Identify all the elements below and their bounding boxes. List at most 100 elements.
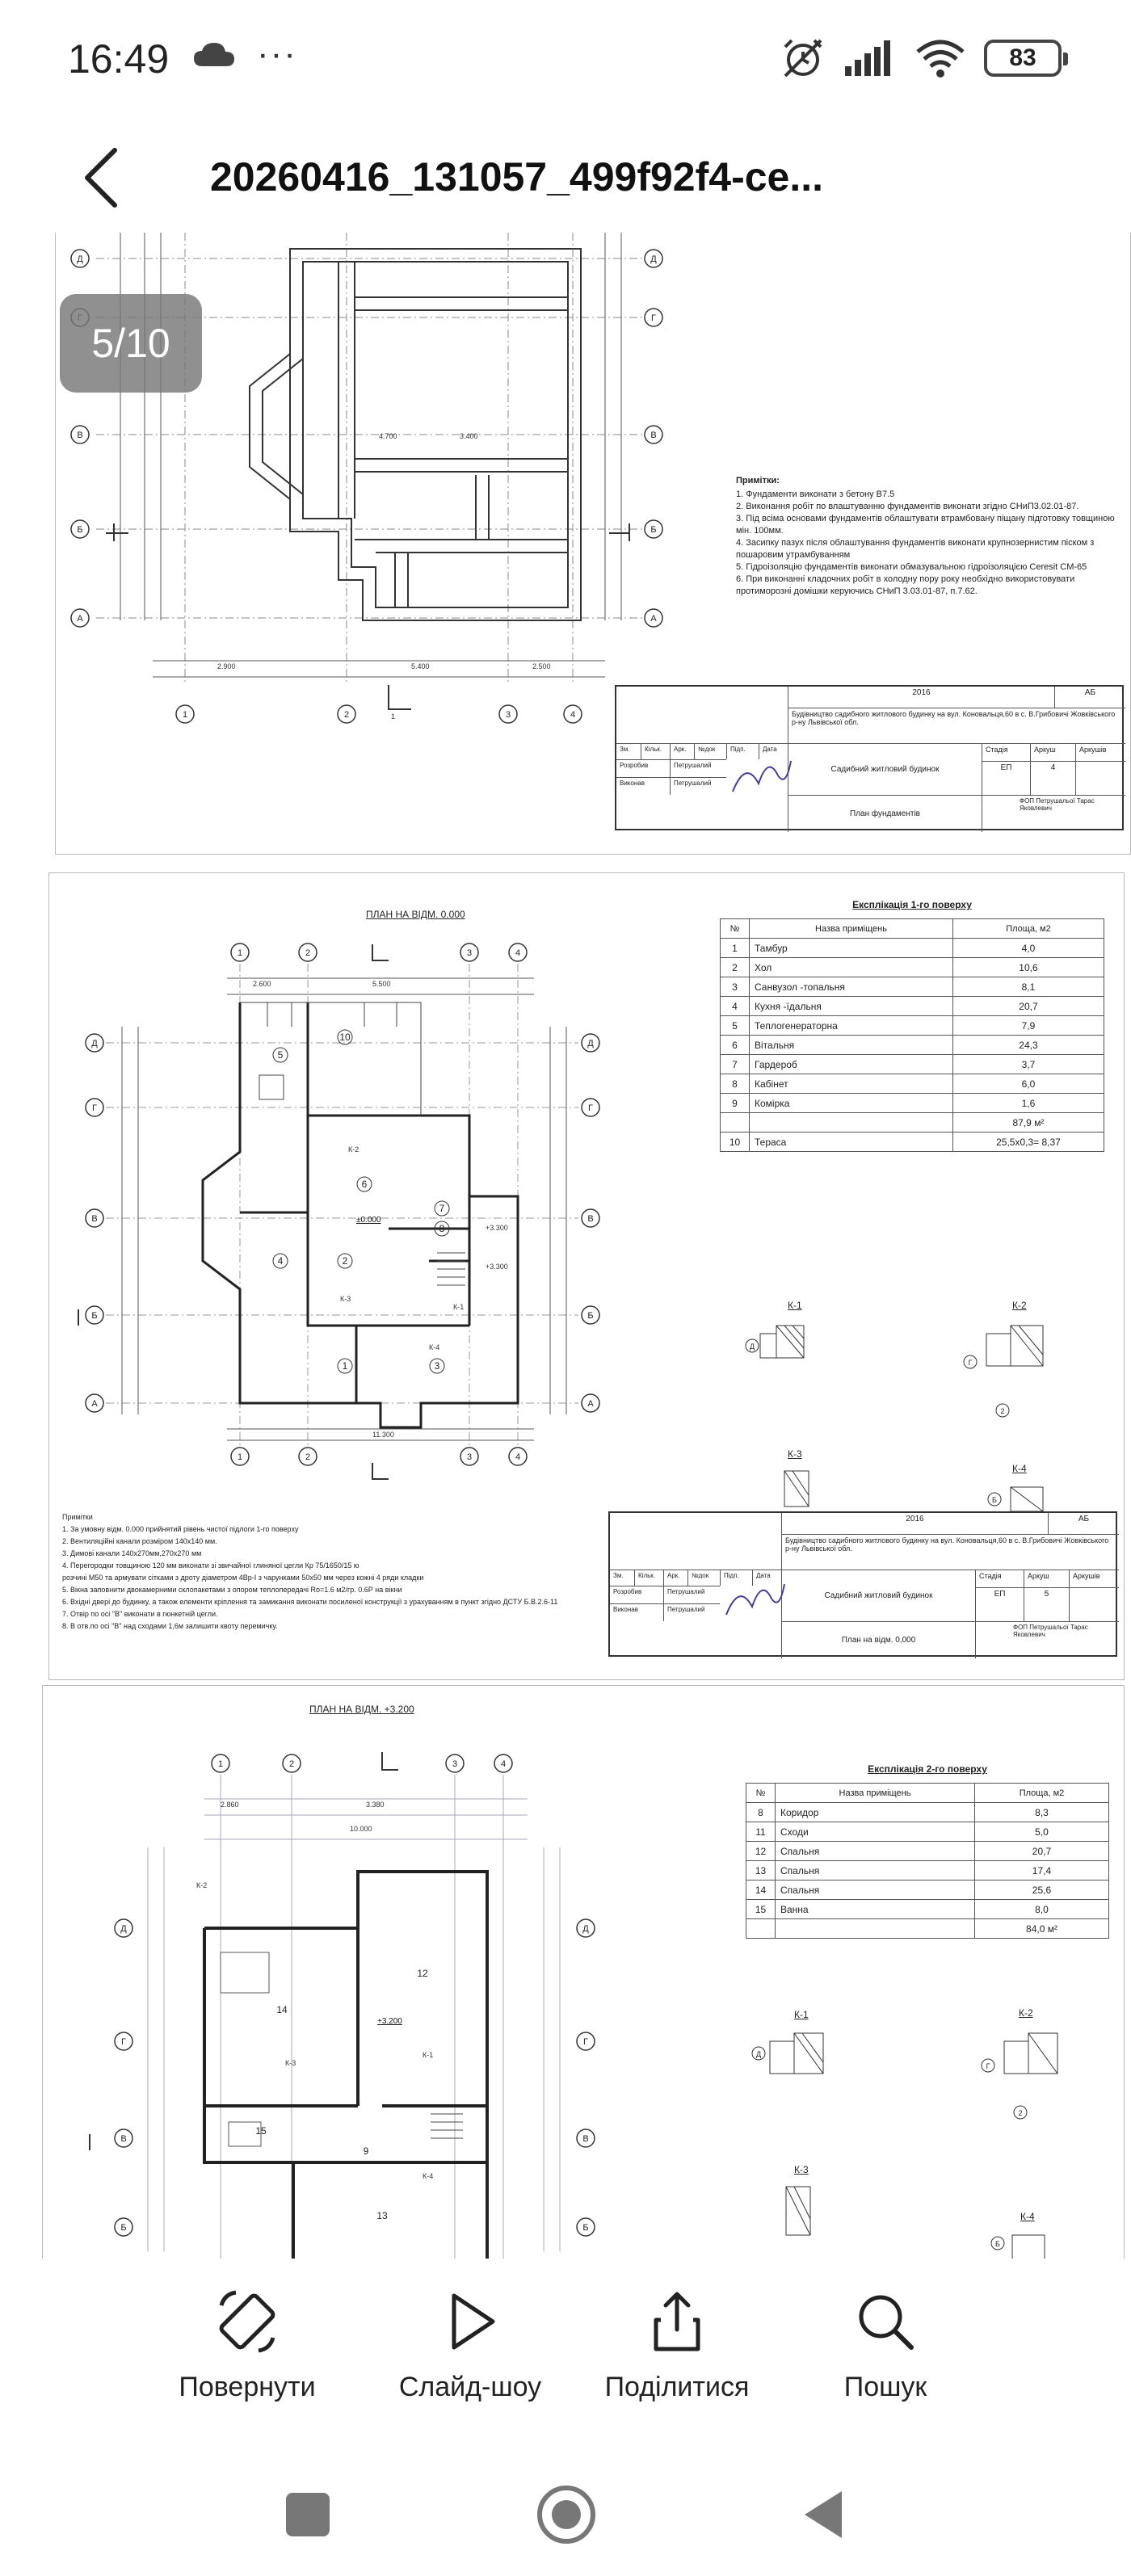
col-name: Назва приміщень: [749, 918, 953, 939]
status-more-dots: ···: [257, 34, 297, 74]
svg-text:К-1: К-1: [453, 1303, 464, 1311]
room-name: Комірка: [749, 1093, 953, 1113]
svg-text:Г: Г: [969, 1359, 973, 1367]
svg-text:7: 7: [439, 1203, 445, 1214]
notes-title: Примітки:: [736, 476, 780, 485]
room-area: 25,5х0,3= 8,37: [952, 1132, 1105, 1152]
room-name: Коридор: [775, 1802, 975, 1822]
svg-text:2.500: 2.500: [532, 662, 551, 670]
svg-text:Б: Б: [995, 2240, 1000, 2248]
square-icon: [286, 2493, 330, 2536]
status-time: 16:49: [68, 36, 170, 82]
search-label: Пошук: [843, 2372, 927, 2402]
svg-text:Г: Г: [651, 313, 656, 323]
room-area: 84,0 м²: [973, 1918, 1110, 1939]
svg-text:А: А: [77, 614, 83, 624]
title-block: 2016 АБ Будівництво садибного житлового …: [615, 685, 1125, 832]
back-button[interactable]: [74, 145, 132, 210]
room-area: 24,3: [952, 1035, 1105, 1055]
room-area: 3,7: [952, 1054, 1105, 1074]
rotate-label: Повернути: [179, 2372, 316, 2402]
note-2: 2. Виконання робіт по влаштуванню фундам…: [736, 502, 1079, 511]
svg-text:Г: Г: [588, 1103, 593, 1113]
svg-text:Б: Б: [582, 2223, 588, 2233]
room-area: 25,6: [973, 1880, 1110, 1900]
room-number: 3: [720, 977, 750, 997]
svg-text:13: 13: [376, 2210, 388, 2221]
document-page-4[interactable]: ДД ГГ ВВ ББ АА 12 34: [55, 233, 1131, 855]
room-name: Гардероб: [749, 1054, 953, 1074]
plan-title: ПЛАН НА ВІДМ. +3.200: [309, 1704, 414, 1715]
room-name: [775, 1918, 975, 1939]
svg-text:В: В: [582, 2134, 588, 2144]
home-button[interactable]: [530, 2478, 603, 2551]
battery-indicator: 83: [984, 40, 1068, 77]
room-number: 10: [720, 1132, 750, 1152]
svg-text:Б: Б: [120, 2223, 126, 2233]
room-number: 13: [746, 1860, 776, 1881]
svg-text:5.500: 5.500: [372, 980, 391, 988]
room-number: [746, 1918, 776, 1939]
plan-title: ПЛАН НА ВІДМ. 0.000: [366, 909, 465, 920]
share-button[interactable]: Поділитися: [580, 2288, 774, 2403]
room-area: 20,7: [952, 996, 1105, 1016]
room-schedule-title: Експлікація 1-го поверху: [852, 899, 972, 910]
svg-text:3.400: 3.400: [460, 432, 478, 440]
svg-text:Г: Г: [583, 2037, 588, 2047]
svg-text:3: 3: [452, 1759, 457, 1769]
room-number: 9: [720, 1093, 750, 1113]
room-area: 8,1: [952, 977, 1105, 997]
room-schedule-floor-2: Експлікація 2-го поверху № Назва приміще…: [746, 1763, 1110, 1939]
svg-text:1: 1: [238, 948, 242, 958]
svg-text:Г: Г: [121, 2037, 126, 2047]
room-name: Ванна: [775, 1899, 975, 1919]
room-area: 4,0: [952, 938, 1105, 958]
svg-text:А: А: [587, 1399, 594, 1409]
svg-text:В: В: [120, 2134, 126, 2144]
foundation-notes: Примітки: 1. Фундаменти виконати з бетон…: [736, 475, 1124, 598]
room-number: 2: [720, 957, 750, 977]
svg-text:6: 6: [362, 1179, 368, 1190]
svg-text:2: 2: [344, 710, 349, 720]
detail-label-k4: К-4: [1020, 2211, 1035, 2222]
rotate-button[interactable]: Повернути: [150, 2288, 344, 2403]
room-number: 14: [746, 1880, 776, 1900]
search-icon: [859, 2295, 914, 2350]
room-number: 12: [746, 1841, 776, 1861]
detail-label-k1: К-1: [794, 2009, 809, 2020]
svg-text:Д: Д: [650, 254, 657, 264]
nav-back-button[interactable]: [788, 2478, 861, 2551]
svg-text:2.600: 2.600: [253, 980, 271, 988]
slideshow-button[interactable]: Слайд-шоу: [373, 2288, 567, 2403]
play-icon: [452, 2293, 495, 2350]
detail-label-k2: К-2: [1012, 1300, 1027, 1311]
svg-text:+3.300: +3.300: [486, 1224, 508, 1232]
room-schedule-title: Експлікація 2-го поверху: [868, 1763, 987, 1775]
detail-label-k4: К-4: [1012, 1463, 1027, 1474]
search-button[interactable]: Пошук: [788, 2288, 982, 2403]
svg-text:А: А: [91, 1399, 98, 1409]
svg-text:4: 4: [501, 1759, 506, 1769]
svg-text:К-4: К-4: [423, 2172, 433, 2180]
signal-icon: [845, 40, 890, 76]
room-number: 1: [720, 938, 750, 958]
svg-text:15: 15: [255, 2125, 267, 2137]
room-name: Вітальня: [749, 1035, 953, 1055]
recents-button[interactable]: [271, 2478, 344, 2551]
svg-text:Б: Б: [992, 1496, 997, 1504]
action-bar: Повернути Слайд-шоу Поділитися Пошук: [0, 2259, 1131, 2452]
share-icon: [654, 2292, 700, 2351]
svg-text:К-1: К-1: [423, 2051, 433, 2059]
room-schedule-floor-1: Експлікація 1-го поверху № Назва приміще…: [720, 899, 1105, 1152]
